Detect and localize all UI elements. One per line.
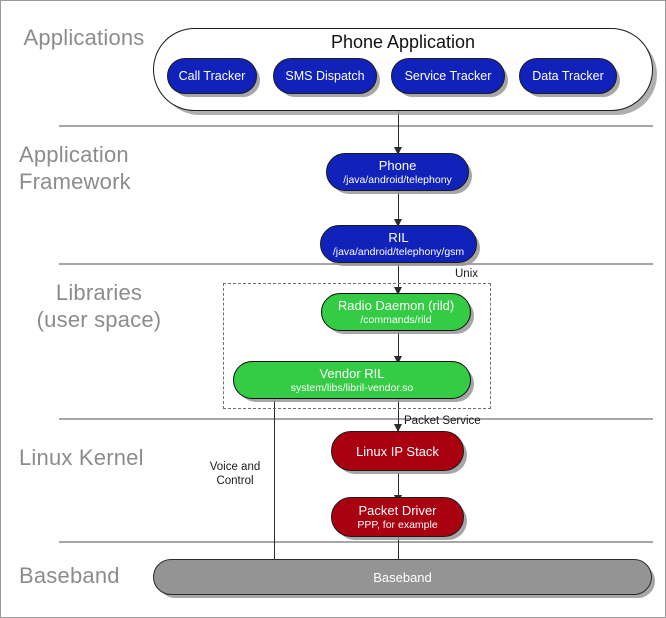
connector-rild-to-vendor-ril [398,331,399,364]
node-packet-driver-title: Packet Driver [358,503,437,518]
node-ril[interactable]: RIL /java/android/telephony/gsm [320,225,477,263]
layer-label-application-framework: Application Framework [19,142,131,194]
app-node-data-tracker-label: Data Tracker [532,68,604,83]
connector-app-to-phone [398,111,399,154]
arrowhead-app-to-phone [393,147,402,155]
node-packet-driver[interactable]: Packet Driver PPP, for example [331,497,464,537]
connector-vendor-ril-to-baseband-voice [274,398,275,573]
arrowhead-ril-to-rild [393,287,402,295]
node-radio-daemon[interactable]: Radio Daemon (rild) /commands/rild [321,293,471,331]
node-baseband-title: Baseband [373,569,432,585]
connector-ip-stack-to-packet-driver [398,473,399,503]
node-vendor-ril-title: Vendor RIL [319,366,385,381]
connector-phone-to-ril [398,191,399,226]
region-unix [223,283,491,409]
app-node-call-tracker[interactable]: Call Tracker [167,58,257,94]
layer-label-applications: Applications [23,25,145,50]
arrowhead-rild-to-vendor-ril [393,356,402,364]
arrowhead-vendor-ril-to-ip-stack [393,424,402,432]
layer-label-linux-kernel: Linux Kernel [19,445,144,470]
layer-divider-framework [59,263,653,265]
node-phone-title: Phone [378,158,417,173]
app-node-sms-dispatch-label: SMS Dispatch [285,68,365,83]
app-node-service-tracker-label: Service Tracker [404,68,492,83]
node-baseband[interactable]: Baseband [153,559,652,595]
node-radio-daemon-title: Radio Daemon (rild) [337,298,455,313]
app-node-data-tracker[interactable]: Data Tracker [519,58,617,94]
arrowhead-phone-to-ril [393,219,402,227]
app-node-service-tracker[interactable]: Service Tracker [391,58,505,94]
node-phone-subtitle: /java/android/telephony [343,174,452,186]
edge-label-packet-service: Packet Service [404,415,481,427]
connector-vendor-ril-to-ip-stack [398,398,399,431]
node-ril-subtitle: /java/android/telephony/gsm [332,246,465,258]
layer-divider-libraries [59,418,653,420]
node-linux-ip-stack-title: Linux IP Stack [356,443,439,459]
connector-ril-to-rild [398,259,399,294]
node-ril-title: RIL [388,230,409,245]
node-vendor-ril-subtitle: system/libs/libril-vendor.so [290,382,414,394]
edge-label-voice-and-control: Voice and Control [209,461,261,487]
node-phone[interactable]: Phone /java/android/telephony [326,153,469,191]
node-linux-ip-stack[interactable]: Linux IP Stack [331,431,464,471]
node-packet-driver-subtitle: PPP, for example [357,519,438,531]
app-node-sms-dispatch[interactable]: SMS Dispatch [273,58,377,94]
node-radio-daemon-subtitle: /commands/rild [360,314,432,326]
node-vendor-ril[interactable]: Vendor RIL system/libs/libril-vendor.so [233,361,471,399]
region-unix-label: Unix [453,268,481,280]
layer-divider-kernel [59,541,653,543]
layer-label-libraries: Libraries (user space) [36,280,162,332]
app-node-call-tracker-label: Call Tracker [178,68,246,83]
layer-divider-applications [59,125,653,127]
layer-label-baseband: Baseband [19,563,120,588]
connector-packet-driver-to-baseband [398,537,399,573]
phone-application-title: Phone Application [330,32,476,52]
